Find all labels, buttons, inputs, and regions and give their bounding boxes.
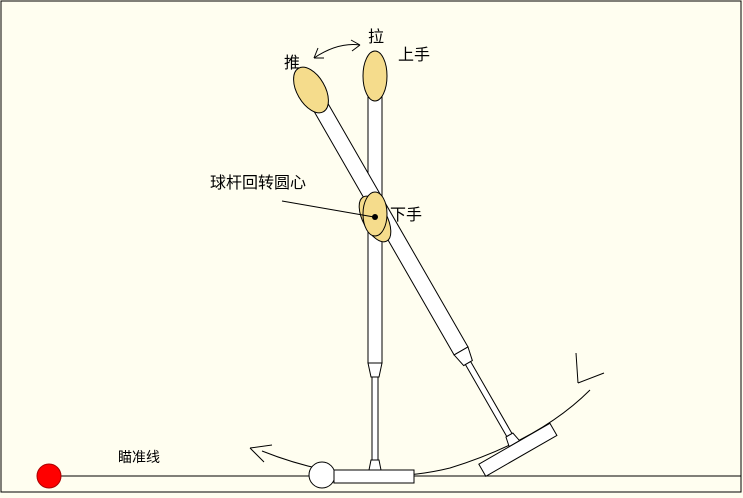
object-ball: [36, 463, 62, 489]
pull-label: 拉: [368, 27, 384, 46]
upper-hand-label: 上手: [398, 45, 430, 64]
swing-arc-arrow-icon: [249, 444, 273, 463]
push-arrow-head-icon: [313, 47, 324, 59]
pull-arrow-head-icon: [350, 39, 361, 52]
upper-hand-grip-vertical: [362, 50, 388, 102]
lower-hand-label: 下手: [390, 205, 422, 224]
push-pull-arrow: [313, 44, 361, 59]
pivot-point: [372, 214, 378, 220]
upper-hand-grip-tilted: [293, 66, 329, 114]
aim-line-label: 瞄准线: [118, 450, 160, 466]
push-label: 推: [284, 53, 300, 72]
swing-arc-tail-icon: [575, 352, 605, 384]
cue-ball: [308, 461, 336, 489]
pivot-label: 球杆回转圆心: [210, 173, 306, 192]
pivot-pointer-line: [281, 200, 375, 218]
